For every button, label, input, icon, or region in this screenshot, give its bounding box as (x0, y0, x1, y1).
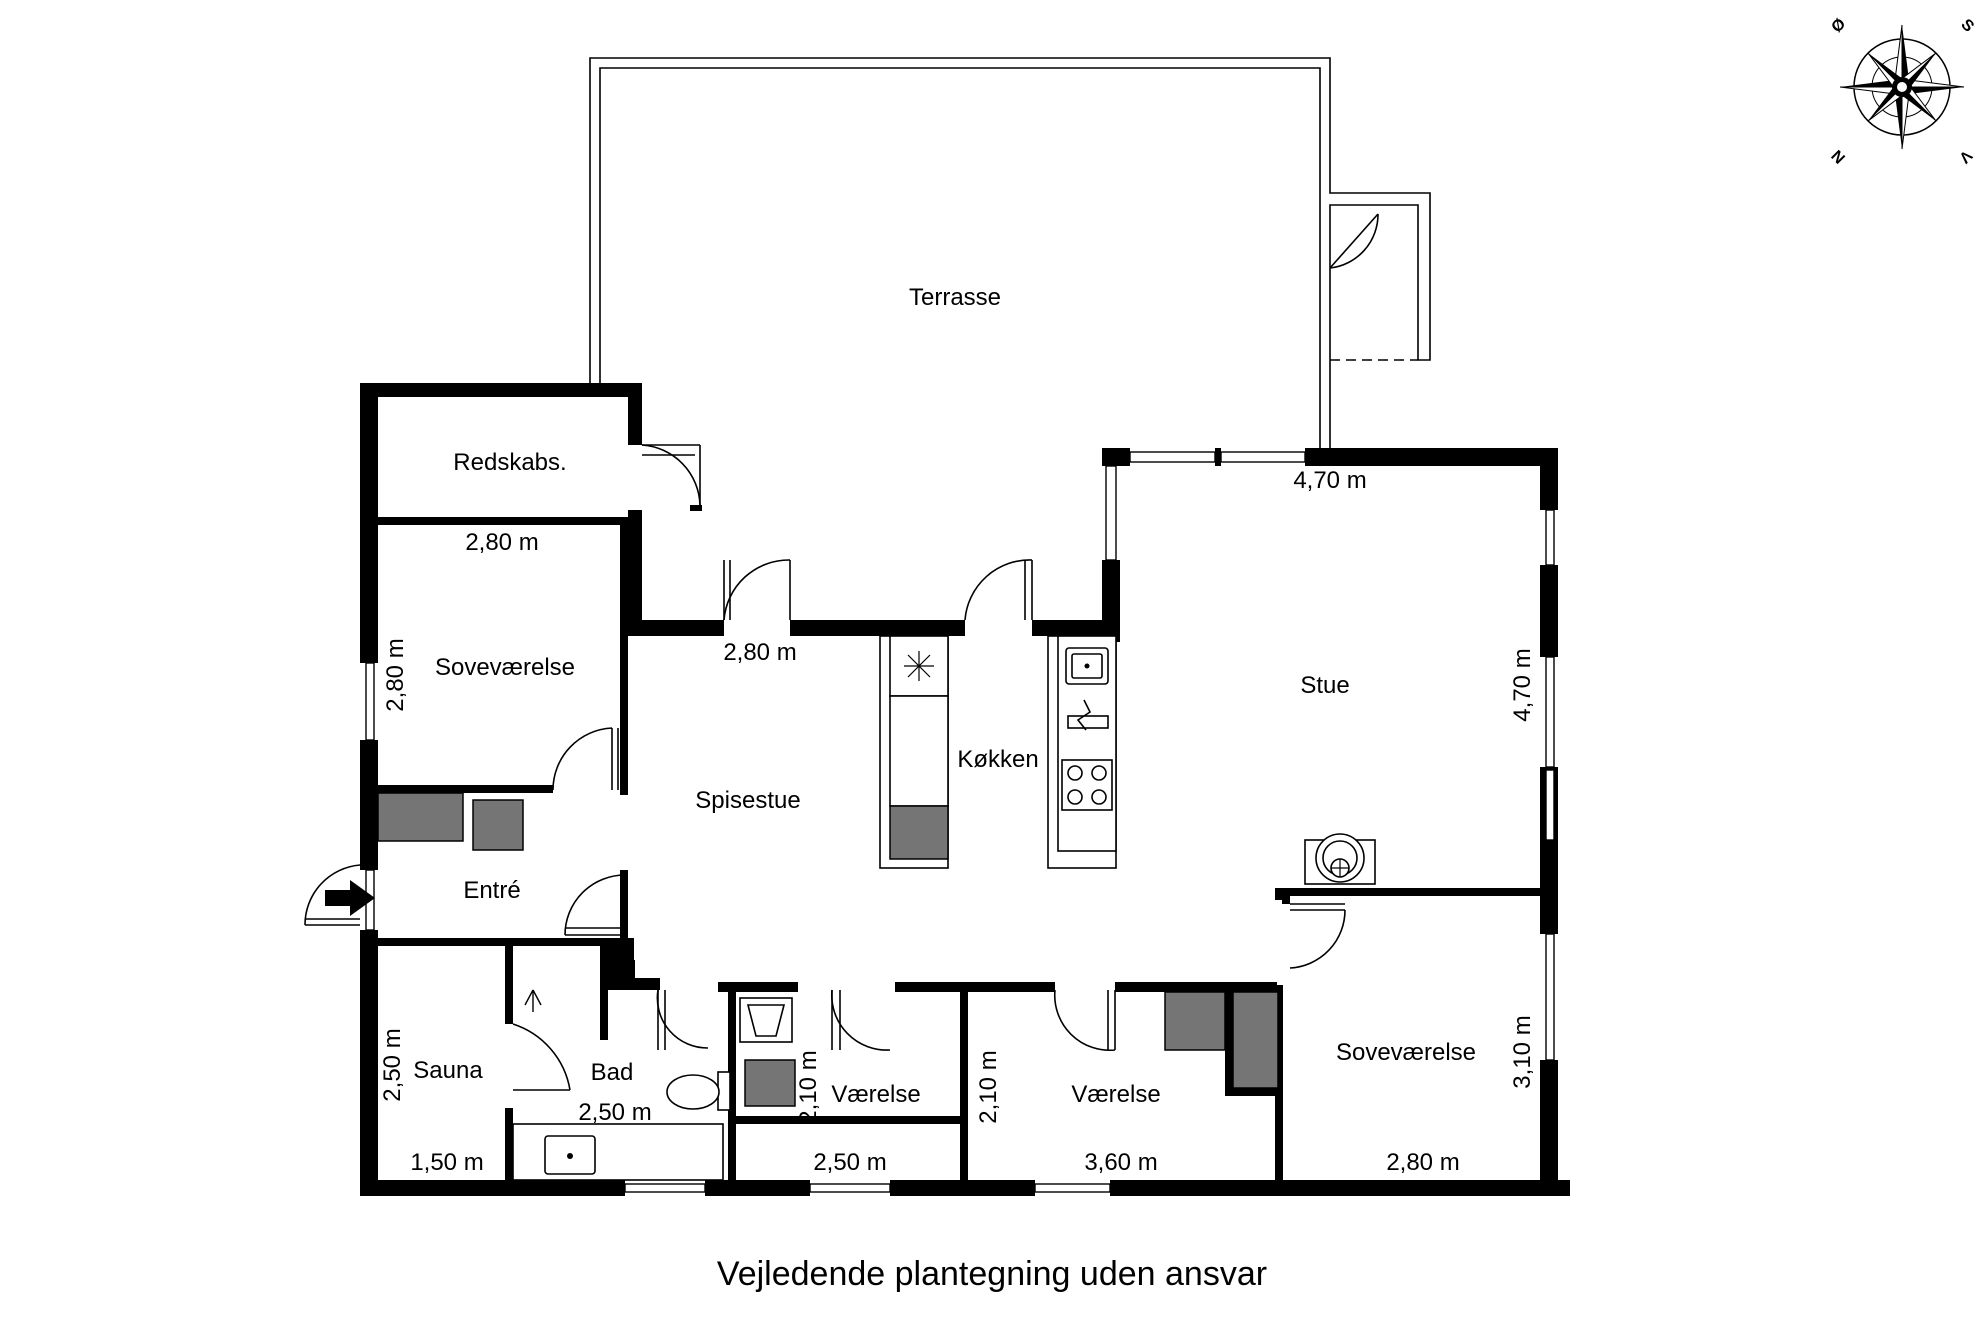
dim-stue-height: 4,70 m (1509, 648, 1536, 721)
room-label-sovevaerelse-1: Soveværelse (435, 654, 575, 681)
dishwasher-icon (1067, 699, 1109, 731)
room-label-sauna: Sauna (413, 1057, 483, 1084)
plan-caption: Vejledende plantegning uden ansvar (717, 1255, 1267, 1293)
kitchen-fixtures (377, 635, 1376, 1181)
dim-sovevaerelse-2-height: 3,10 m (1509, 1015, 1536, 1088)
dim-spisestue-width: 2,80 m (723, 639, 796, 666)
room-label-vaerelse-1: Værelse (831, 1081, 920, 1108)
room-label-kokken: Køkken (957, 746, 1038, 773)
toilet-icon (666, 1071, 731, 1111)
room-labels: Terrasse Redskabs. Soveværelse Spisestue… (413, 284, 1476, 1108)
compass-letter-n: N (1829, 146, 1849, 166)
dimension-labels: 2,80 m 2,80 m 2,80 m 4,70 m 4,70 m 2,50 … (379, 467, 1536, 1176)
stove-fireplace-icon (1304, 833, 1376, 885)
room-label-sovevaerelse-2: Soveværelse (1336, 1039, 1476, 1066)
compass-letter-v: V (1955, 146, 1975, 166)
interior-walls (378, 517, 1550, 1190)
dim-redskabs-width: 2,80 m (465, 529, 538, 556)
freezer-icon (904, 651, 934, 681)
sink-icon (1065, 647, 1109, 685)
room-label-redskabs: Redskabs. (453, 449, 566, 476)
room-label-stue: Stue (1300, 672, 1349, 699)
dim-sovevaerelse-2-width: 2,80 m (1386, 1149, 1459, 1176)
compass-letter-oe: Ø (1828, 15, 1849, 36)
compass-rose-icon: Ø S N V (1828, 15, 1977, 166)
windows (365, 451, 1555, 1193)
room-label-entre: Entré (463, 877, 520, 904)
terrace-outline (589, 57, 1431, 450)
dim-sovevaerelse-1-height: 2,80 m (382, 638, 409, 711)
doors (304, 444, 1346, 1091)
dim-vaerelse-2-height: 2,10 m (975, 1050, 1002, 1123)
dim-bad-width: 2,50 m (578, 1099, 651, 1126)
dim-vaerelse-1-height: 2,10 m (795, 1050, 822, 1123)
room-label-bad: Bad (591, 1059, 634, 1086)
dim-stue-width: 4,70 m (1293, 467, 1366, 494)
dim-sauna-width: 1,50 m (410, 1149, 483, 1176)
sink-bath-icon (739, 997, 793, 1043)
room-label-terrasse: Terrasse (909, 284, 1001, 311)
dim-vaerelse-2-width: 3,60 m (1084, 1149, 1157, 1176)
compass-letter-s: S (1957, 16, 1977, 36)
stove-icon (1061, 759, 1113, 811)
dim-sauna-height: 2,50 m (379, 1028, 406, 1101)
room-label-vaerelse-2: Værelse (1071, 1081, 1160, 1108)
dim-vaerelse-1-width: 2,50 m (813, 1149, 886, 1176)
room-label-spisestue: Spisestue (695, 787, 800, 814)
shower-icon (524, 989, 542, 1012)
